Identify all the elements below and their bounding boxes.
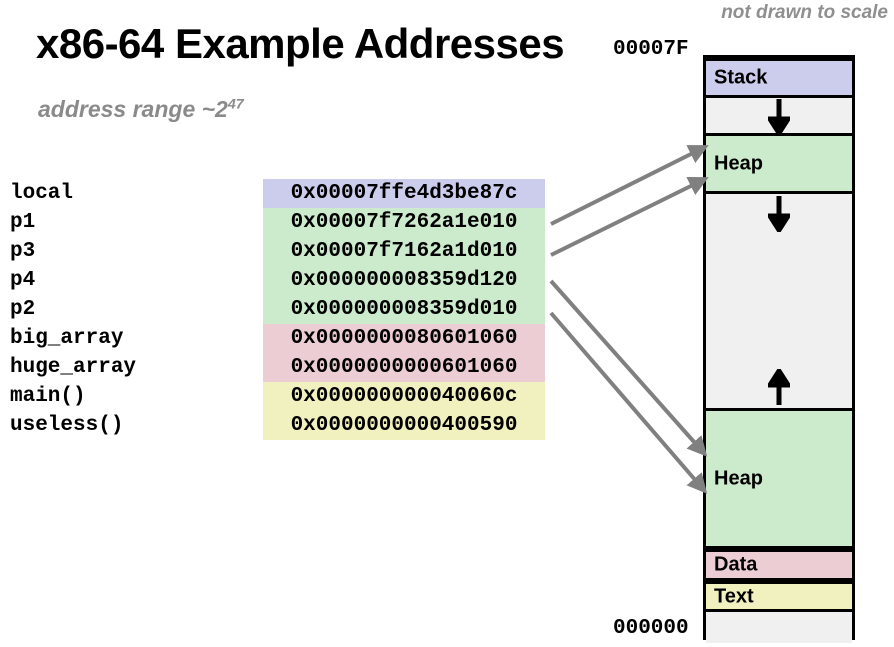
memory-block-label: Stack — [714, 66, 768, 89]
address-value: 0x00007f7162a1d010 — [263, 237, 545, 266]
scale-note: not drawn to scale — [721, 2, 888, 23]
symbol-name: p1 — [10, 211, 36, 234]
symbol-name: p4 — [10, 269, 36, 292]
subtitle-text: address range ~2 — [38, 96, 228, 122]
page-subtitle: address range ~247 — [38, 96, 244, 123]
table-row: p4 0x000000008359d120 — [0, 266, 560, 295]
address-value: 0x000000000040060c — [263, 382, 545, 411]
table-row: p2 0x000000008359d010 — [0, 295, 560, 324]
subtitle-exponent: 47 — [227, 96, 244, 113]
table-row: local 0x00007ffe4d3be87c — [0, 179, 560, 208]
memory-block-data-3: Data — [706, 549, 852, 581]
pointer-arrow-p1 — [550, 145, 709, 226]
bottom-gap — [706, 612, 852, 643]
page-title: x86-64 Example Addresses — [36, 20, 565, 67]
memory-block-text-4: Text — [706, 581, 852, 612]
symbol-name: big_array — [10, 327, 124, 350]
memory-block-label: Heap — [714, 467, 763, 489]
memory-block-stack-0: Stack — [706, 58, 852, 98]
address-value: 0x000000008359d120 — [263, 266, 545, 295]
memory-block-label: Text — [714, 585, 754, 607]
table-row: useless() 0x0000000000400590 — [0, 411, 560, 440]
pointer-arrow-lines — [549, 145, 709, 494]
address-table: local 0x00007ffe4d3be87c p1 0x00007f7262a1e… — [0, 179, 560, 440]
table-row: big_array 0x0000000080601060 — [0, 324, 560, 353]
heap-grow-down-arrow — [768, 196, 790, 232]
address-value: 0x000000008359d010 — [263, 295, 545, 324]
table-row: huge_array 0x0000000000601060 — [0, 353, 560, 382]
symbol-name: p2 — [10, 298, 36, 321]
top-address-label: 00007F — [613, 38, 689, 61]
symbol-name: huge_array — [10, 356, 137, 379]
bottom-address-label: 000000 — [613, 617, 689, 640]
memory-block-heap-1: Heap — [706, 133, 852, 194]
pointer-arrow-p3 — [550, 177, 709, 257]
address-value: 0x00007f7262a1e010 — [263, 208, 545, 237]
address-value: 0x00007ffe4d3be87c — [263, 179, 545, 208]
stack-grow-down-arrow — [768, 98, 790, 135]
table-row: p3 0x00007f7162a1d010 — [0, 237, 560, 266]
table-row: p1 0x00007f7262a1e010 — [0, 208, 560, 237]
pointer-arrow-p4 — [549, 279, 708, 457]
pointer-arrow-p2 — [549, 311, 708, 494]
symbol-name: main() — [10, 385, 86, 408]
table-row: main() 0x000000000040060c — [0, 382, 560, 411]
address-value: 0x0000000080601060 — [263, 324, 545, 353]
memory-block-label: Heap — [714, 152, 763, 174]
address-value: 0x0000000000400590 — [263, 411, 545, 440]
memory-block-label: Data — [714, 553, 758, 576]
address-value: 0x0000000000601060 — [263, 353, 545, 382]
heap-grow-up-arrow — [768, 369, 790, 405]
memory-block-heap-2: Heap — [706, 408, 852, 549]
symbol-name: local — [10, 182, 74, 205]
symbol-name: p3 — [10, 240, 36, 263]
symbol-name: useless() — [10, 414, 124, 437]
